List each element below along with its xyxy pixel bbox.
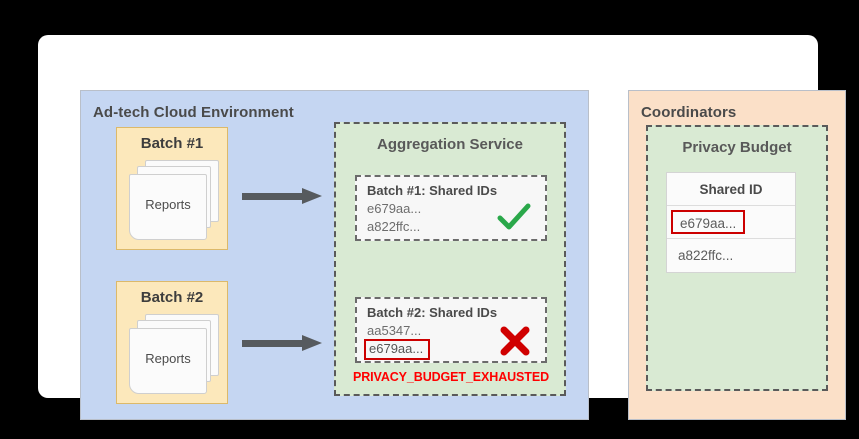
table-row: a822ffc...: [678, 248, 734, 263]
batch-2-box: Batch #2 Reports: [116, 281, 228, 404]
shared-id-value: aa5347...: [367, 323, 422, 338]
report-sheet-front: Reports: [129, 174, 207, 240]
privacy-budget-title: Privacy Budget: [682, 139, 792, 156]
aggregation-service-title: Aggregation Service: [377, 136, 523, 153]
batch-1-shared-ids-header: Batch #1: Shared IDs: [367, 183, 498, 198]
report-sheet-front: Reports: [129, 328, 207, 394]
batch-1-box: Batch #1 Reports: [116, 127, 228, 250]
batch-1-label: Batch #1: [140, 135, 204, 152]
batch-2-shared-ids-header: Batch #2: Shared IDs: [367, 305, 498, 320]
arrow-shaft: [242, 193, 304, 200]
batch-2-shared-ids-box: Batch #2: Shared IDs aa5347... e679aa...: [355, 297, 547, 363]
diagram-card: Ad-tech Cloud Environment Batch #1 Repor…: [38, 35, 846, 420]
arrow-shaft: [242, 340, 304, 347]
shared-id-value: a822ffc...: [367, 219, 421, 234]
batch-1-report-stack: Reports: [129, 160, 221, 242]
batch-1-reports-label: Reports: [145, 197, 191, 212]
arrow-head: [302, 188, 322, 204]
arrow-head: [302, 335, 322, 351]
table-row: e679aa...: [667, 206, 795, 239]
table-column-header: Shared ID: [667, 173, 795, 206]
shared-id-value: e679aa...: [367, 201, 422, 216]
coordinators-panel-title: Coordinators: [641, 104, 737, 121]
batch-2-report-stack: Reports: [129, 314, 221, 396]
privacy-budget-table: Shared ID e679aa... a822ffc...: [666, 172, 796, 273]
shared-id-value-flagged: e679aa...: [671, 210, 746, 234]
privacy-budget-error-text: PRIVACY_BUDGET_EXHAUSTED: [352, 370, 549, 384]
batch-2-reports-label: Reports: [145, 351, 191, 366]
batch-1-shared-ids-box: Batch #1: Shared IDs e679aa... a822ffc..…: [355, 175, 547, 241]
cross-icon: [500, 326, 530, 356]
check-icon: [497, 203, 531, 230]
shared-id-value-flagged: e679aa...: [364, 339, 431, 360]
arrow-right-icon: [242, 335, 324, 351]
batch-2-label: Batch #2: [140, 289, 204, 306]
arrow-right-icon: [242, 188, 324, 204]
adtech-panel-title: Ad-tech Cloud Environment: [93, 104, 294, 121]
